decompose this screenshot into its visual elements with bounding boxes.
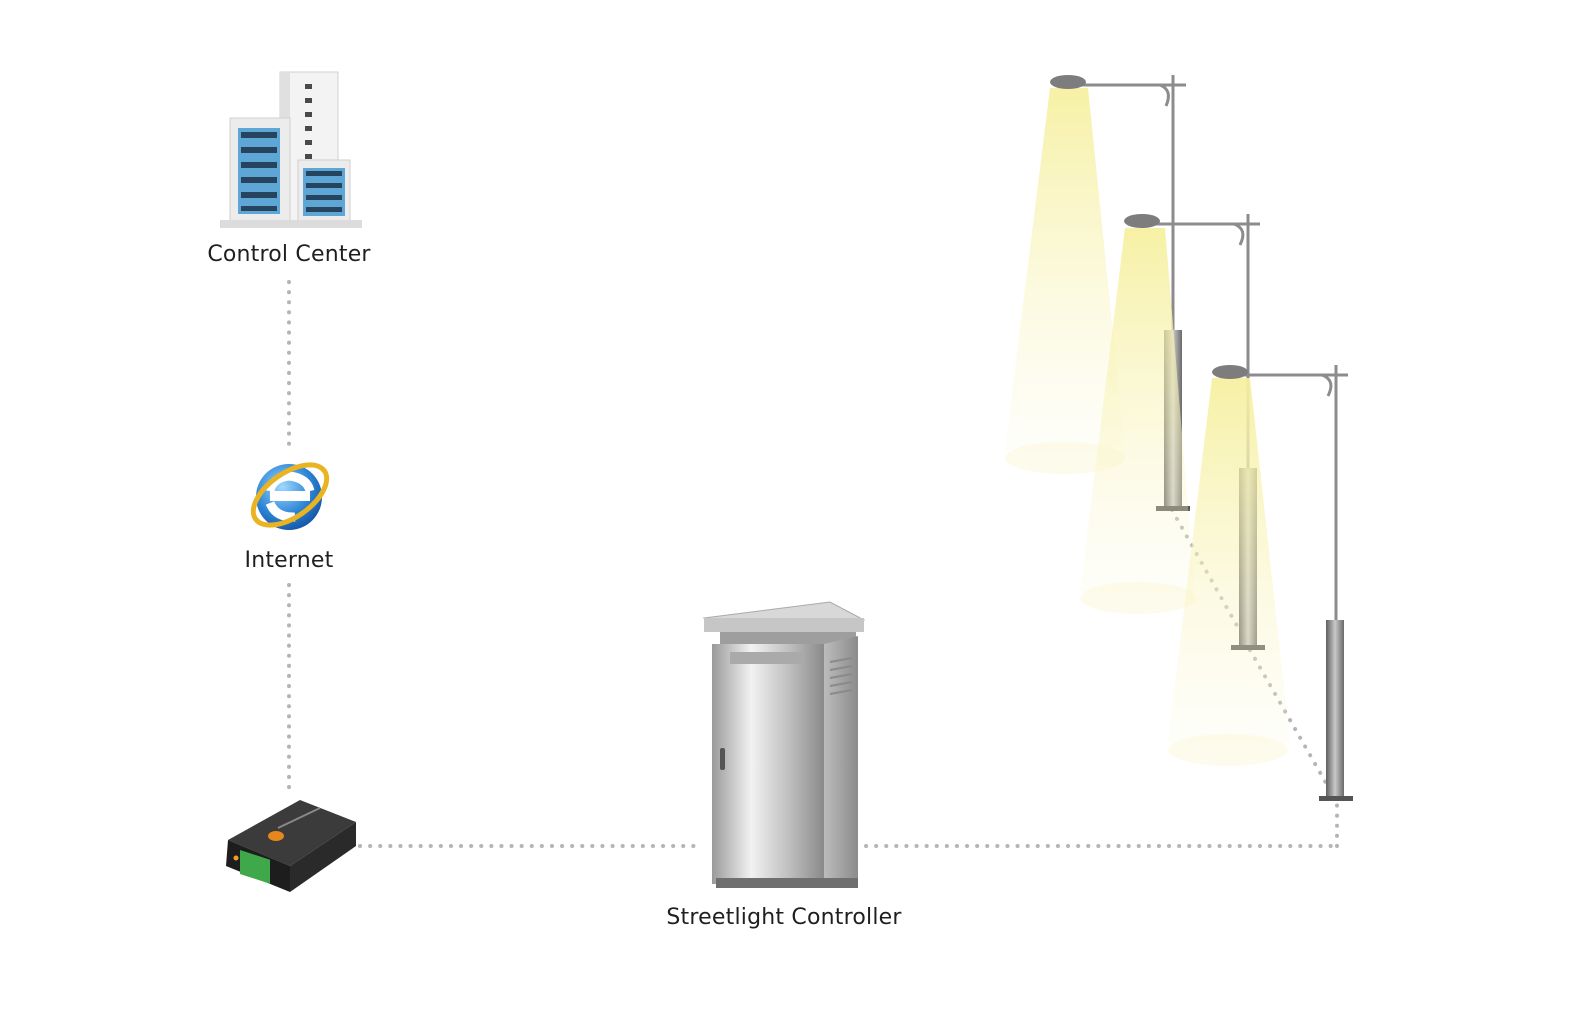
streetlight-controller-label: Streetlight Controller	[666, 905, 902, 930]
electrical-cabinet-icon	[702, 601, 866, 888]
street-lamp-icon	[1168, 365, 1353, 801]
internet-explorer-icon	[250, 462, 330, 530]
connector-light2-to-light3	[1248, 648, 1332, 792]
connector-lines	[287, 280, 1339, 848]
control-center-label: Control Center	[207, 242, 371, 267]
router-gateway-icon	[226, 800, 356, 892]
office-building-icon	[220, 71, 362, 228]
internet-label: Internet	[244, 548, 334, 573]
streetlight-group	[1005, 75, 1353, 801]
